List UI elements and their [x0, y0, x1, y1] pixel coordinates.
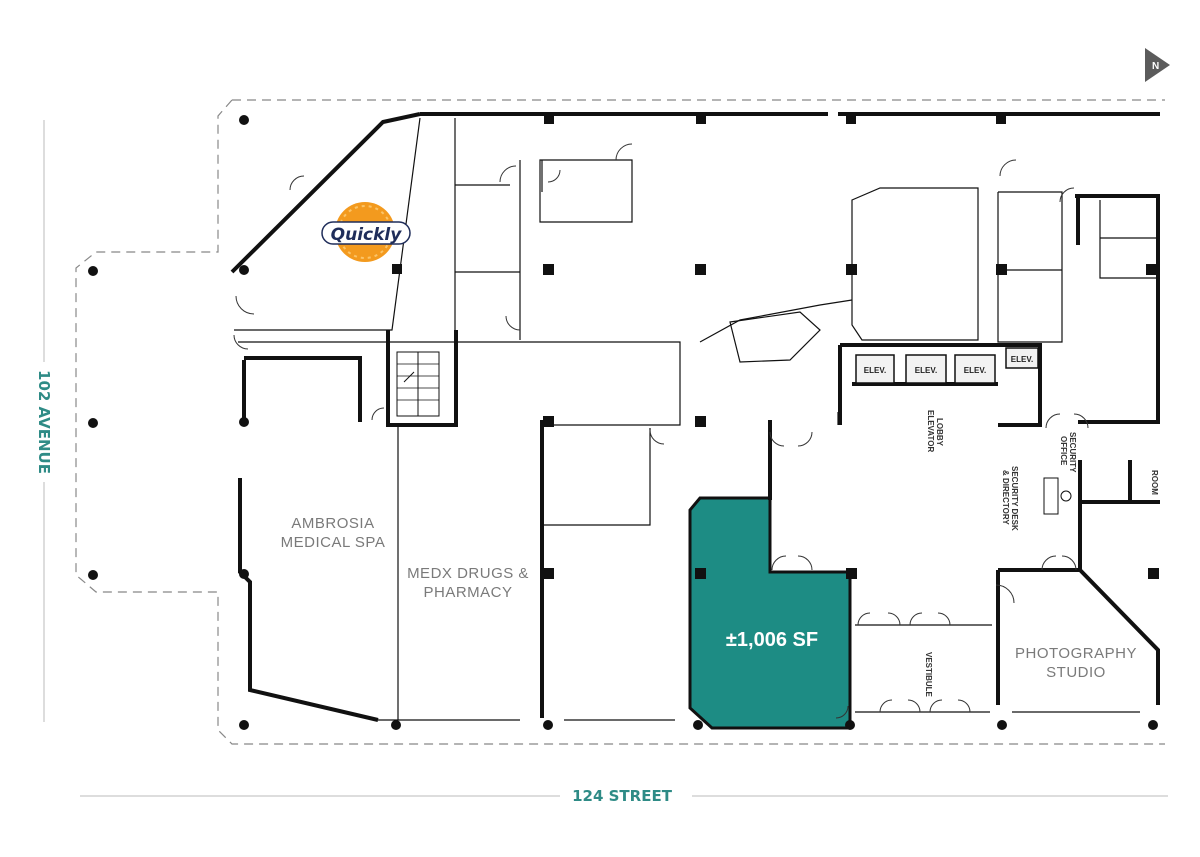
photo-label-line1: PHOTOGRAPHY: [1015, 645, 1137, 662]
ne-angled-wall: [230, 112, 421, 274]
south-exterior-wall: [378, 711, 1140, 729]
svg-text:SECURITY: SECURITY: [1068, 432, 1077, 473]
partition-ambrosia: [244, 356, 362, 422]
partition-north-row: [455, 160, 853, 343]
partition-elevator-core: [838, 343, 1042, 427]
svg-text:SECURITY DESK: SECURITY DESK: [1010, 466, 1019, 531]
stair-icon: [396, 351, 440, 417]
svg-text:N: N: [1152, 61, 1159, 72]
partition-mid-office: [851, 187, 979, 341]
svg-text:ELEV.: ELEV.: [864, 366, 886, 375]
partition-east-security: [1078, 460, 1160, 570]
partition-corridor: [238, 341, 681, 426]
west-angled-wall: [234, 117, 421, 331]
partition-east-rooms: [1099, 200, 1158, 279]
svg-text:ELEV.: ELEV.: [915, 366, 937, 375]
vestibule-label: VESTIBULE: [924, 652, 933, 698]
property-boundary: [75, 99, 1165, 745]
west-street-label: 102 AVENUE: [35, 370, 53, 474]
partition-restroom: [997, 191, 1063, 343]
svg-text:ELEV.: ELEV.: [1011, 355, 1033, 364]
ambrosia-label-line1: AMBROSIA: [291, 515, 374, 532]
elevator-bank: ELEV. ELEV. ELEV. ELEV.: [855, 347, 1039, 384]
ambrosia-west-wall: [238, 360, 379, 722]
ambrosia-label-line2: MEDICAL SPA: [281, 534, 386, 551]
quickly-logo: Quickly: [321, 202, 411, 262]
available-unit-area: ±1,006 SF: [726, 629, 818, 651]
security-office-label: SECURITY OFFICE: [1059, 432, 1077, 473]
partition-reception: [729, 311, 821, 363]
medx-label-line1: MEDX DRUGS &: [407, 565, 529, 582]
medx-label-line2: PHARMACY: [423, 584, 512, 601]
security-desk-label: SECURITY DESK & DIRECTORY: [1001, 466, 1019, 531]
partition-vestibule: [855, 624, 992, 713]
structural-columns: [88, 114, 1159, 730]
photo-label-line2: STUDIO: [1046, 664, 1106, 681]
south-street-label: 124 STREET: [572, 787, 673, 805]
available-unit[interactable]: [688, 496, 852, 730]
partition-medx-office: [542, 428, 651, 526]
svg-text:& DIRECTORY: & DIRECTORY: [1001, 470, 1010, 525]
svg-text:ELEV.: ELEV.: [964, 366, 986, 375]
partition-north-office: [539, 159, 633, 223]
svg-text:Quickly: Quickly: [331, 225, 403, 245]
svg-text:LOBBY: LOBBY: [935, 418, 944, 447]
elevator-lobby-label: ELEVATOR LOBBY: [926, 410, 944, 452]
partition-photo-studio: [996, 568, 1160, 705]
doors: [233, 143, 1089, 719]
partition-stair: [386, 330, 458, 427]
partition-east-block: [1075, 194, 1160, 424]
security-desk-icon: [1043, 477, 1072, 515]
north-arrow-icon: N: [1145, 48, 1170, 82]
room-label: ROOM: [1150, 470, 1159, 495]
svg-text:OFFICE: OFFICE: [1059, 436, 1068, 466]
svg-text:ELEVATOR: ELEVATOR: [926, 410, 935, 452]
